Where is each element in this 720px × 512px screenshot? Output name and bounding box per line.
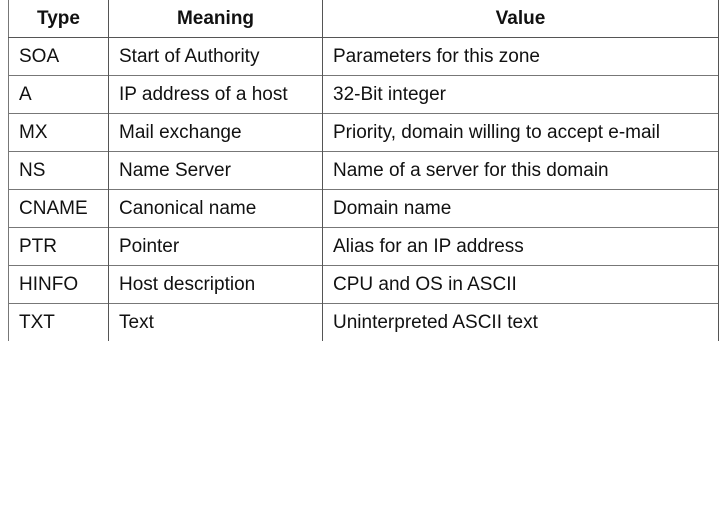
cell-type: TXT (8, 303, 109, 341)
table-header: Type Meaning Value (8, 0, 719, 38)
table-row: TXT Text Uninterpreted ASCII text (8, 303, 719, 341)
header-row: Type Meaning Value (8, 0, 719, 38)
cell-type: MX (8, 113, 109, 152)
cell-meaning: Start of Authority (108, 37, 323, 76)
cell-meaning: IP address of a host (108, 75, 323, 114)
cell-value: Uninterpreted ASCII text (322, 303, 719, 341)
cell-type: HINFO (8, 265, 109, 304)
cell-value: Alias for an IP address (322, 227, 719, 266)
cell-meaning: Pointer (108, 227, 323, 266)
header-value: Value (322, 0, 719, 38)
table-row: CNAME Canonical name Domain name (8, 189, 719, 228)
cell-meaning: Canonical name (108, 189, 323, 228)
cell-meaning: Text (108, 303, 323, 341)
table-row: NS Name Server Name of a server for this… (8, 151, 719, 190)
cell-meaning: Name Server (108, 151, 323, 190)
cell-meaning: Mail exchange (108, 113, 323, 152)
cell-meaning: Host description (108, 265, 323, 304)
cell-type: A (8, 75, 109, 114)
cell-value: Parameters for this zone (322, 37, 719, 76)
dns-record-table-container: Type Meaning Value SOA Start of Authorit… (8, 0, 719, 341)
table-body: SOA Start of Authority Parameters for th… (8, 37, 719, 341)
cell-value: Name of a server for this domain (322, 151, 719, 190)
dns-record-table: Type Meaning Value SOA Start of Authorit… (8, 0, 719, 341)
table-row: HINFO Host description CPU and OS in ASC… (8, 265, 719, 304)
cell-type: SOA (8, 37, 109, 76)
cell-type: NS (8, 151, 109, 190)
header-meaning: Meaning (108, 0, 323, 38)
cell-value: 32-Bit integer (322, 75, 719, 114)
cell-type: CNAME (8, 189, 109, 228)
table-row: A IP address of a host 32-Bit integer (8, 75, 719, 114)
cell-type: PTR (8, 227, 109, 266)
table-row: MX Mail exchange Priority, domain willin… (8, 113, 719, 152)
cell-value: CPU and OS in ASCII (322, 265, 719, 304)
table-row: PTR Pointer Alias for an IP address (8, 227, 719, 266)
table-row: SOA Start of Authority Parameters for th… (8, 37, 719, 76)
cell-value: Priority, domain willing to accept e-mai… (322, 113, 719, 152)
cell-value: Domain name (322, 189, 719, 228)
header-type: Type (8, 0, 109, 38)
